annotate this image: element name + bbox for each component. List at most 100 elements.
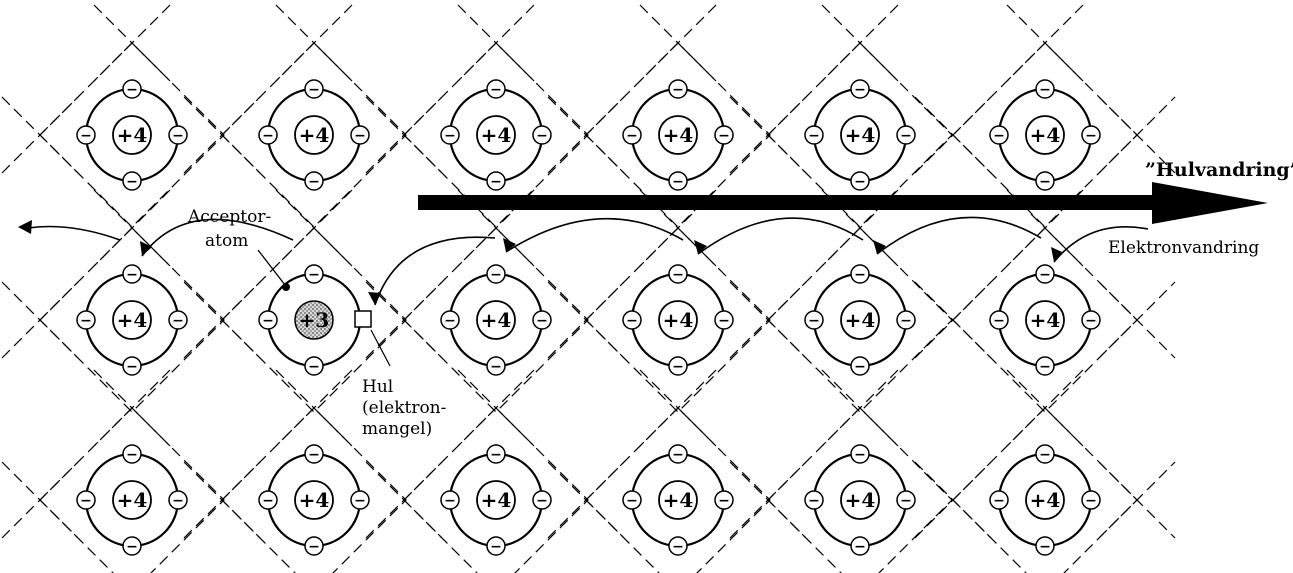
electron <box>896 310 916 330</box>
electron-sign: − <box>1085 493 1097 509</box>
acceptor-nucleus-label: +3 <box>299 308 330 332</box>
electron-sign: − <box>672 447 684 463</box>
silicon-atom: +4−−−− <box>622 79 734 191</box>
electron-sign: − <box>1039 267 1051 283</box>
electron-sign: − <box>854 174 866 190</box>
nucleus-label: +4 <box>1030 488 1061 512</box>
electron <box>76 310 96 330</box>
electron-sign: − <box>808 128 820 144</box>
nucleus-label: +4 <box>117 488 148 512</box>
electron <box>1081 490 1101 510</box>
electron-sign: − <box>993 128 1005 144</box>
electron <box>122 79 142 99</box>
electron-sign: − <box>808 313 820 329</box>
electron-sign: − <box>490 447 502 463</box>
electron <box>168 490 188 510</box>
bond-diamond <box>365 369 589 573</box>
electron <box>122 264 142 284</box>
electron <box>532 125 552 145</box>
bond-diamond <box>729 4 953 228</box>
electron <box>122 356 142 376</box>
electron <box>1035 79 1055 99</box>
nucleus <box>840 480 880 520</box>
electron-sign: − <box>672 359 684 375</box>
nucleus <box>476 115 516 155</box>
electron-sign: − <box>172 128 184 144</box>
silicon-atom: +4−−−− <box>258 79 370 191</box>
bond-diamond <box>729 369 953 573</box>
electron <box>304 356 324 376</box>
electron <box>350 125 370 145</box>
hole-migration-arrow <box>418 182 1268 224</box>
nucleus-label: +4 <box>845 123 876 147</box>
electron-sign: − <box>672 539 684 555</box>
bond-diamond <box>183 369 407 573</box>
nucleus <box>658 480 698 520</box>
nucleus <box>658 300 698 340</box>
electron-sign: − <box>262 493 274 509</box>
electron-sign: − <box>1039 174 1051 190</box>
bond-diamond <box>547 369 771 573</box>
electron <box>168 125 188 145</box>
silicon-atom: +4 − − − − <box>804 264 916 376</box>
electron-sign: − <box>262 313 274 329</box>
electron <box>1035 264 1055 284</box>
electron <box>440 490 460 510</box>
electron <box>486 171 506 191</box>
electron <box>304 264 324 284</box>
electron <box>1081 310 1101 330</box>
nucleus <box>112 115 152 155</box>
electron <box>1035 356 1055 376</box>
electron-sign: − <box>900 128 912 144</box>
silicon-atom: +4−−−− <box>440 264 552 376</box>
electron-sign: − <box>490 539 502 555</box>
electron <box>1035 536 1055 556</box>
electron-sign: − <box>536 313 548 329</box>
silicon-atom: +4−−−− <box>76 264 188 376</box>
electron <box>486 356 506 376</box>
nucleus-label: +4 <box>1030 123 1061 147</box>
silicon-atom: +4−−−− <box>989 79 1101 191</box>
silicon-atom: +4−−−− <box>76 444 188 556</box>
hole-label: Hul (elektron- mangel) <box>362 377 452 439</box>
electron <box>850 356 870 376</box>
electron-sign: − <box>308 447 320 463</box>
electron <box>714 310 734 330</box>
bond-diamond <box>183 4 407 228</box>
electron-migration-arrows <box>27 216 1149 306</box>
electron-sign: − <box>808 493 820 509</box>
electron <box>850 536 870 556</box>
electron-sign: − <box>126 82 138 98</box>
nucleus-label: +4 <box>117 308 148 332</box>
electron <box>622 125 642 145</box>
electron-sign: − <box>126 267 138 283</box>
nucleus <box>476 480 516 520</box>
nucleus-label: +4 <box>663 308 694 332</box>
electron <box>486 79 506 99</box>
electron-sign: − <box>490 174 502 190</box>
electron-sign: − <box>536 128 548 144</box>
nucleus <box>476 300 516 340</box>
electron-sign: − <box>126 539 138 555</box>
covalent-bond-lines <box>1 4 1176 573</box>
nucleus-label: +4 <box>845 308 876 332</box>
electron-sign: − <box>626 128 638 144</box>
electron <box>989 125 1009 145</box>
nucleus <box>1025 480 1065 520</box>
electron-sign: − <box>1085 128 1097 144</box>
electron-sign: − <box>626 493 638 509</box>
electron-sign: − <box>854 267 866 283</box>
electron-sign: − <box>308 174 320 190</box>
electron-sign: − <box>444 128 456 144</box>
electron-sign: − <box>1085 313 1097 329</box>
electron-sign: − <box>854 359 866 375</box>
electron-sign: − <box>80 493 92 509</box>
electron-sign: − <box>444 313 456 329</box>
hole-pointer <box>370 329 391 367</box>
electron-sign: − <box>1039 447 1051 463</box>
electron-sign: − <box>262 128 274 144</box>
electron <box>350 490 370 510</box>
electron-sign: − <box>900 313 912 329</box>
electron <box>1081 125 1101 145</box>
electron-sign: − <box>308 82 320 98</box>
